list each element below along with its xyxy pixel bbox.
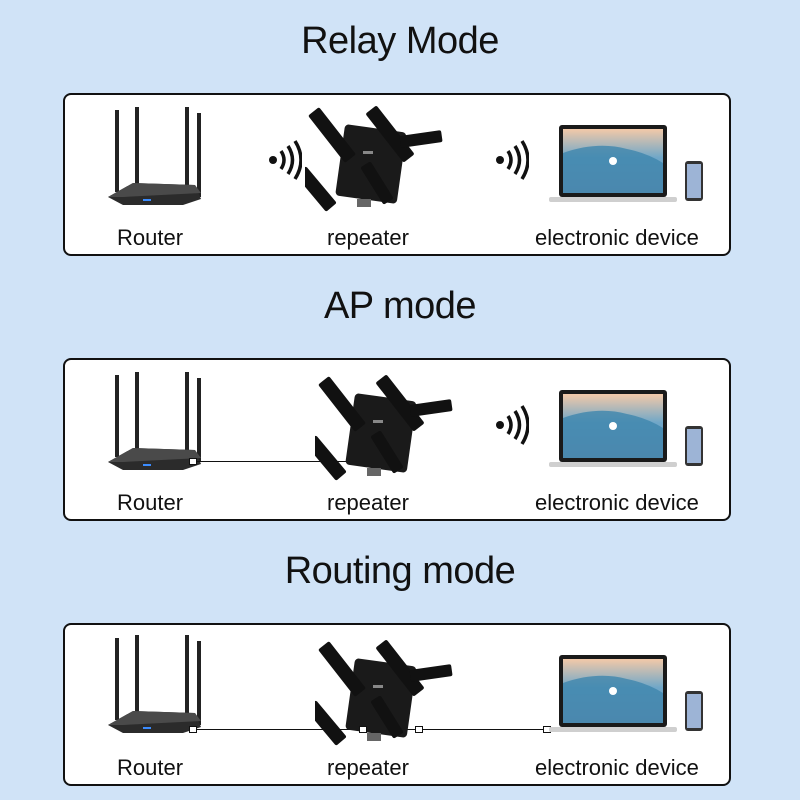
repeater-label: repeater [327,225,409,250]
laptop-phone-icon [547,388,707,473]
router-label: Router [117,225,184,250]
section-title-ap-mode: AP mode [323,285,477,327]
laptop-phone-icon [547,653,707,738]
port-icon [189,458,197,465]
port-icon [359,726,367,733]
repeater-icon [315,637,455,747]
wifi-signal-icon [268,140,302,180]
router-label: Router [117,755,184,780]
device-label: electronic device [535,490,699,515]
laptop-phone-icon [547,123,707,208]
repeater-label: repeater [327,755,409,780]
repeater-icon [305,103,445,213]
repeater-label: repeater [327,490,409,515]
wifi-signal-icon [495,140,529,180]
repeater-icon [315,372,455,482]
section-title-routing-mode: Routing mode [284,550,516,592]
section-title-relay-mode: Relay Mode [301,20,499,62]
port-icon [415,726,423,733]
ap-mode-panel: Router repeater electronic device [63,358,731,521]
wifi-signal-icon [495,405,529,445]
routing-mode-panel: Router repeater electronic device [63,623,731,786]
port-icon [189,726,197,733]
router-label: Router [117,490,184,515]
router-icon [103,105,213,215]
relay-mode-panel: Router repeater electronic device [63,93,731,256]
ethernet-cable [193,461,365,462]
device-label: electronic device [535,225,699,250]
device-label: electronic device [535,755,699,780]
